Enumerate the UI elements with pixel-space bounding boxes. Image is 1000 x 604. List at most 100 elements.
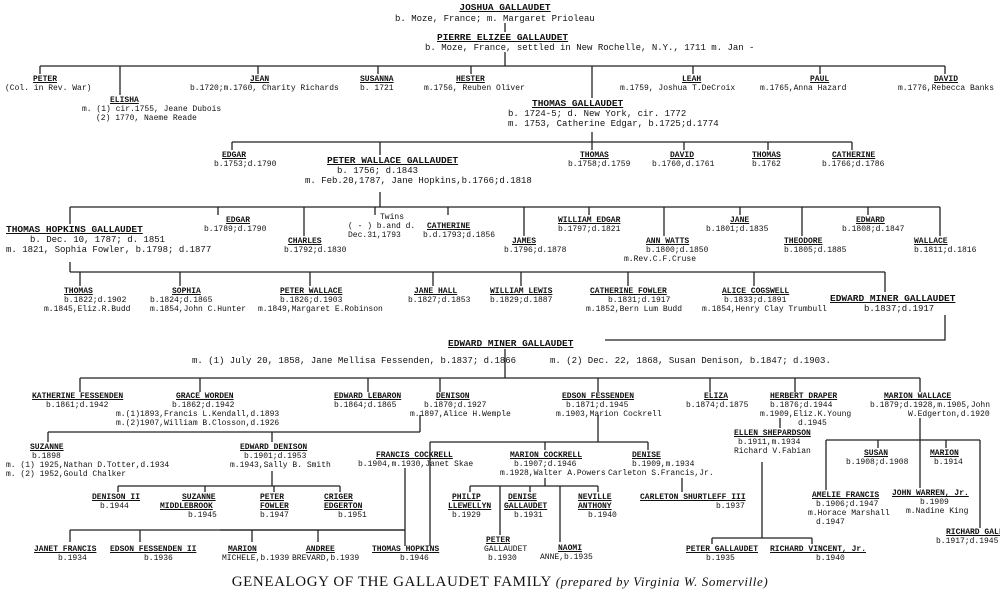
person-marion-3: MARION b.1914: [930, 449, 963, 467]
person-detail: b.1760,d.1761: [652, 160, 715, 169]
person-detail: b.1797;d.1821: [558, 225, 621, 234]
person-name: RICHARD GALLAUDET: [946, 528, 1000, 537]
person-detail: m. (1) cir.1755, Jeane Dubois: [82, 105, 222, 114]
person-name: THOMAS: [64, 287, 93, 296]
person-name: THOMAS: [752, 151, 781, 160]
person-detail: b.1766;d.1786: [822, 160, 885, 169]
person-name: MARION COCKRELL: [510, 451, 583, 460]
person-detail: GALLAUDET: [484, 545, 528, 554]
person-detail: m.Rev.C.F.Cruse: [624, 255, 697, 264]
person-detail: b.1829;d.1887: [490, 296, 553, 305]
person-detail: W.Edgerton,d.1920: [908, 410, 990, 419]
person-detail: b. 1724-5; d. New York, cir. 1772: [508, 109, 687, 119]
person-name: JANE: [730, 216, 750, 225]
person-denise-2: DENISE GALLAUDET b.1931: [504, 493, 547, 520]
person-name: FRANCIS COCKRELL: [376, 451, 453, 460]
person-detail: b.1792;d.1830: [284, 246, 347, 255]
person-name: DAVID: [670, 151, 695, 160]
person-detail: m.1909,Eliz.K.Young: [760, 410, 852, 419]
person-name: EDWARD MINER GALLAUDET: [830, 293, 956, 304]
person-name: PETER: [486, 536, 511, 545]
person-name: RICHARD VINCENT, Jr.: [770, 545, 867, 554]
person-detail: b.1871;d.1945: [566, 401, 629, 410]
person-name: CRIGER: [324, 493, 353, 502]
person-carleton: CARLETON SHURTLEFF III b.1937: [640, 493, 746, 511]
person-detail: b.1944: [100, 502, 129, 511]
person-name: NAOMI: [558, 544, 583, 553]
person-name: JANET FRANCIS: [34, 545, 97, 554]
person-name: JOHN WARREN, Jr.: [892, 489, 969, 498]
person-peter-f: PETER FOWLER b.1947: [260, 493, 289, 520]
person-detail: b.1879;d.1928,m.1905,John: [870, 401, 991, 410]
person-name: Twins: [380, 213, 405, 222]
person-neville: NEVILLE ANTHONY b.1940: [578, 493, 617, 520]
person-leah: LEAH m.1759, Joshua T.DeCroix: [620, 75, 735, 93]
person-marion-4: MARION MICHELE,b.1939: [222, 545, 289, 563]
person-detail: b.1861;d.1942: [46, 401, 109, 410]
person-detail: m.1849,Margaret E.Robinson: [258, 305, 383, 314]
marriage-2: m. (2) Dec. 22, 1868, Susan Denison, b.1…: [550, 356, 831, 366]
person-hester: HESTER m.1756, Reuben Oliver: [424, 75, 525, 93]
person-detail: b.1914: [934, 458, 963, 467]
person-name: PETER WALLACE GALLAUDET: [327, 155, 459, 166]
person-david-1: DAVID m.1776,Rebecca Banks: [898, 75, 994, 93]
person-detail: b. Dec. 10, 1787; d. 1851: [30, 235, 166, 245]
person-detail: m. Feb.20,1787, Jane Hopkins,b.1766;d.18…: [305, 176, 532, 186]
person-name: EDSON FESSENDEN II: [110, 545, 197, 554]
person-detail: b.1917;d.1945: [936, 537, 999, 546]
person-detail: b.1934: [58, 554, 87, 563]
person-name: GRACE WORDEN: [176, 392, 234, 401]
person-theodore: THEODORE b.1805;d.1885: [784, 237, 846, 255]
person-suzanne-m: SUZANNE MIDDLEBROOK b.1945: [160, 493, 217, 520]
person-detail: b.1937: [716, 502, 745, 511]
person-name: PAUL: [810, 75, 830, 84]
person-detail: b.1907;d.1946: [514, 460, 577, 469]
person-thomas-hopkins: THOMAS HOPKINS b.1946: [372, 545, 439, 563]
person-name: PETER: [260, 493, 285, 502]
person-detail: b.1762: [752, 160, 781, 169]
person-peter-g: PETER GALLAUDET b.1930: [484, 536, 527, 563]
person-detail: m. (2) 1952,Gould Chalker: [6, 470, 127, 479]
person-name: KATHERINE FESSENDEN: [32, 392, 124, 401]
person-detail: b.1911,m.1934: [738, 438, 801, 447]
person-richard-gallaudet: RICHARD GALLAUDET b.1917;d.1945: [936, 528, 1000, 546]
person-denison: DENISON b.1870;d.1927 m.1897,Alice H.Wem…: [410, 392, 511, 419]
person-detail: m.1854,John C.Hunter: [150, 305, 247, 314]
person-detail: m.1756, Reuben Oliver: [424, 84, 525, 93]
person-name: WILLIAM EDGAR: [558, 216, 621, 225]
person-detail: b.1824;d.1865: [150, 296, 213, 305]
person-detail: b.1862;d.1942: [172, 401, 235, 410]
person-name: LEAH: [682, 75, 702, 84]
marriage-text: m. (2) Dec. 22, 1868, Susan Denison, b.1…: [550, 356, 831, 366]
person-edward-miner-gallaudet: EDWARD MINER GALLAUDET: [448, 339, 573, 349]
person-thomas-3: THOMAS b.1762: [752, 151, 781, 169]
person-name-2: MIDDLEBROOK: [160, 502, 213, 511]
person-name-2: EDGERTON: [324, 502, 363, 511]
person-name-2: ANTHONY: [578, 502, 612, 511]
person-detail: d.1947: [816, 518, 845, 527]
person-francis-cockrell: FRANCIS COCKRELL b.1904,m.1930,Janet Ska…: [358, 451, 473, 469]
person-detail: b. 1756; d.1843: [337, 166, 419, 176]
person-peter-wallace-2: PETER WALLACE b.1826;d.1903 m.1849,Marga…: [258, 287, 383, 314]
person-detail: m.1943,Sally B. Smith: [230, 461, 331, 470]
person-name: PETER WALLACE: [280, 287, 343, 296]
person-detail: b.1876;d.1944: [770, 401, 833, 410]
person-detail: Carleton S.Francis,Jr.: [608, 469, 714, 478]
person-catherine-2: CATHERINE b.d.1793;d.1856: [423, 222, 495, 240]
person-name: MARION: [930, 449, 959, 458]
person-detail: m.1776,Rebecca Banks: [898, 84, 995, 93]
person-detail: b.1935: [706, 554, 735, 563]
person-name: MARION WALLACE: [884, 392, 952, 401]
person-thomas-4: THOMAS b.1822;d.1902 m.1845,Eliz.R.Budd: [44, 287, 130, 314]
person-susan: SUSAN b.1908;d.1908: [846, 449, 908, 467]
person-james: JAMES b.1796;d.1878: [504, 237, 566, 255]
person-detail: b.1870;d.1927: [424, 401, 487, 410]
person-name: SUSANNA: [360, 75, 394, 84]
person-detail: m.1759, Joshua T.DeCroix: [620, 84, 736, 93]
caption-main: GENEALOGY OF THE GALLAUDET FAMILY: [231, 574, 552, 590]
person-name: MARION: [228, 545, 257, 554]
person-detail: b.1945: [188, 511, 217, 520]
person-thomas-hopkins-gallaudet: THOMAS HOPKINS GALLAUDET b. Dec. 10, 178…: [6, 225, 211, 256]
person-detail: b.1904,m.1930,Janet Skae: [358, 460, 474, 469]
person-detail: b.1753;d.1790: [214, 160, 277, 169]
